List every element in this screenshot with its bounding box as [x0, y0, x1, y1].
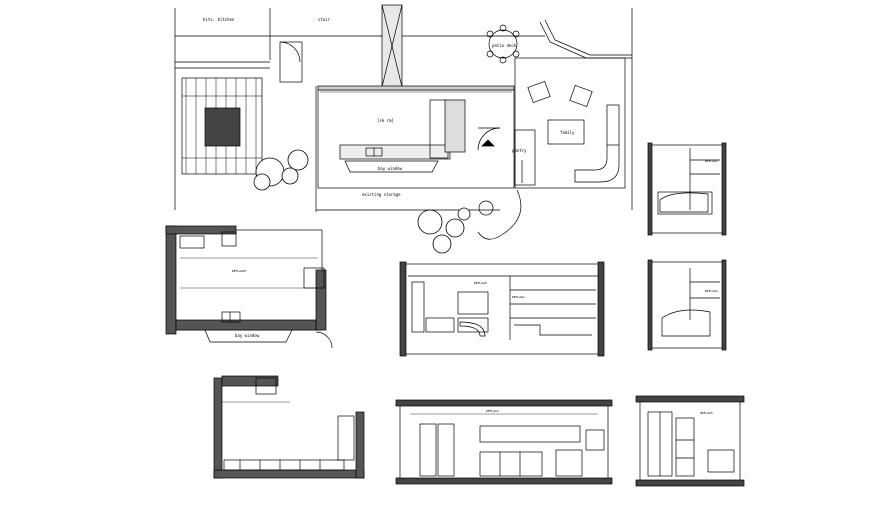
label-storage: existing storage: [362, 192, 401, 197]
main-floor-plan: [174, 4, 633, 240]
label-bay-small: bay window: [235, 333, 260, 338]
bottom-mid-elevation: [395, 399, 613, 485]
label-stair: stair: [318, 17, 331, 22]
label-kitchen: kits. kitchen: [203, 17, 235, 22]
tag-4: REFLAG4: [486, 409, 499, 413]
label-family: family: [560, 130, 575, 135]
label-bay-window: bay window: [378, 166, 403, 171]
label-sink: [sk rm]: [377, 118, 394, 123]
elevation-middle: [399, 261, 605, 357]
tag-2: REFLAG2: [705, 159, 718, 163]
bottom-left-plan: [213, 375, 365, 479]
tag-5: REFLAG5: [700, 411, 713, 415]
elevation-right-top: [647, 142, 727, 236]
small-kitchen-plan: [165, 225, 333, 349]
shrub-cluster-2: [417, 207, 471, 254]
small-plan-labels: bay window REFLAG07: [232, 269, 260, 338]
elevation-right-mid: [647, 259, 727, 351]
elevation-tags: REFLAG0 REFLAG1 REFLAG2 REFLAG3 REFLAG4 …: [474, 159, 718, 415]
label-ref-small: REFLAG07: [232, 269, 247, 273]
label-pantry: pantry: [512, 148, 527, 153]
tag-1: REFLAG1: [512, 295, 525, 299]
bottom-right-elevation: [635, 395, 745, 487]
tag-3: REFLAG3: [705, 289, 718, 293]
tag-0: REFLAG0: [474, 281, 487, 285]
main-plan-labels: kits. kitchen stair [sk rm] bay window f…: [203, 17, 575, 197]
label-patio: patio deck: [492, 43, 517, 48]
shrub-cluster-1: [253, 149, 309, 191]
